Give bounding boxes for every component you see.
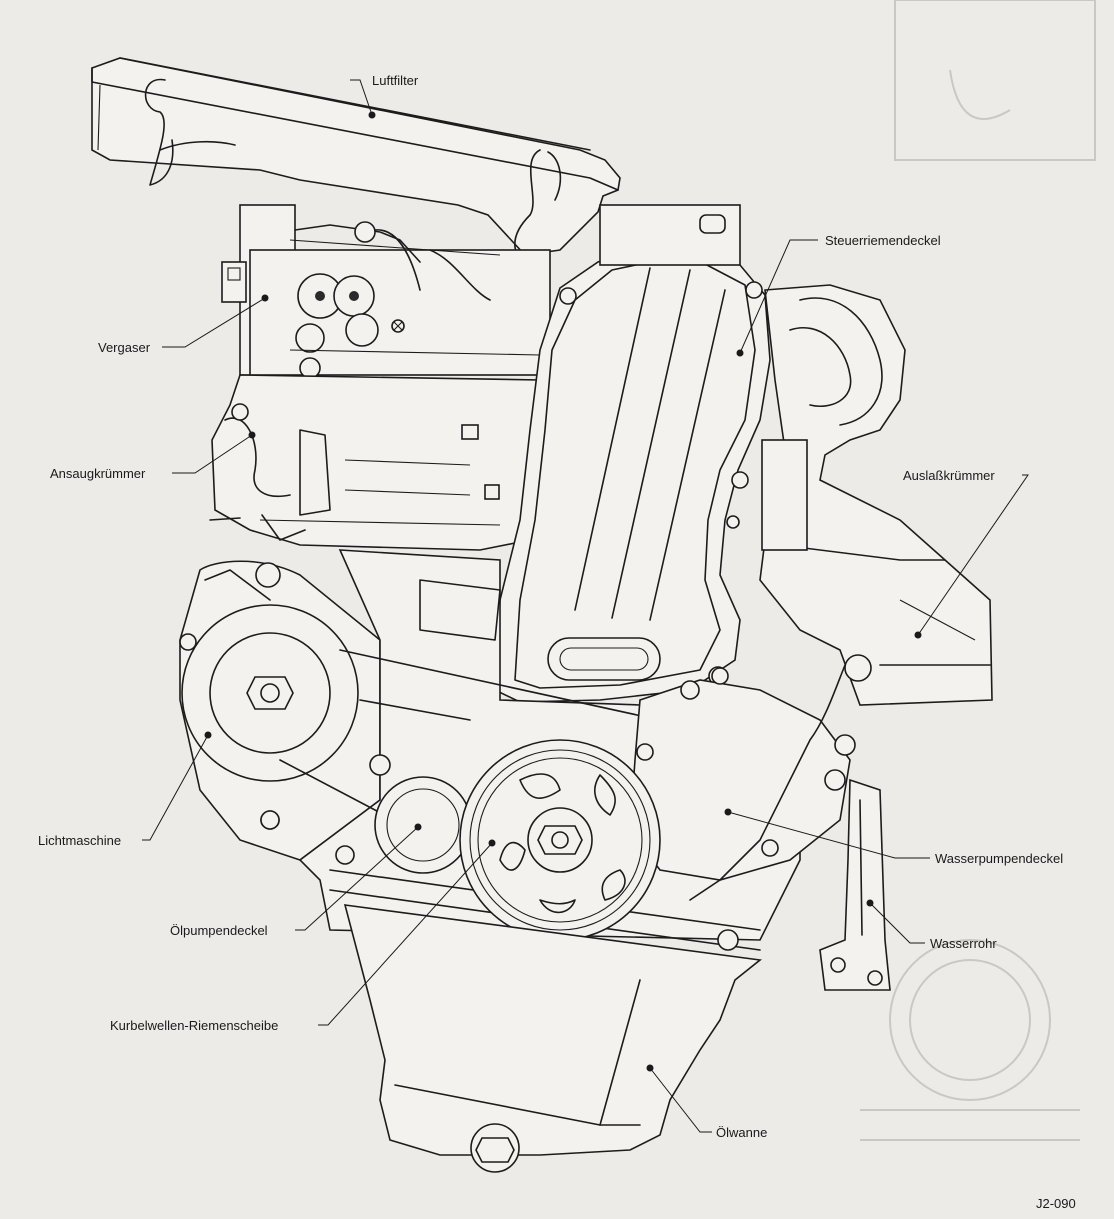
- leader-lines: [142, 79, 1029, 1133]
- label-ansaugkruemmer: Ansaugkrümmer: [50, 466, 146, 481]
- label-wasserrohr: Wasserrohr: [930, 936, 997, 951]
- label-lichtmaschine: Lichtmaschine: [38, 833, 121, 848]
- label-wasserpumpendeckel: Wasserpumpendeckel: [935, 851, 1063, 866]
- oil-pan: [343, 904, 762, 1173]
- intake-manifold: [209, 374, 541, 551]
- carburetor: [221, 204, 551, 379]
- label-oelwanne: Ölwanne: [716, 1125, 767, 1140]
- timing-belt-cover: [480, 204, 771, 703]
- figure-code: J2-090: [1036, 1196, 1076, 1211]
- label-luftfilter: Luftfilter: [372, 73, 419, 88]
- crankshaft-pulley: [459, 739, 661, 941]
- label-steuerriemendeckel: Steuerriemendeckel: [825, 233, 941, 248]
- exhaust-manifold: [759, 284, 993, 706]
- label-auslasskruemmer: Auslaßkrümmer: [903, 468, 995, 483]
- water-pipe: [819, 778, 891, 991]
- label-oelpumpendeckel: Ölpumpendeckel: [170, 923, 268, 938]
- component-labels: Luftfilter Steuerriemendeckel Vergaser A…: [38, 73, 1076, 1211]
- air-filter: [91, 57, 621, 261]
- alternator: [179, 560, 381, 861]
- label-kurbelwellen-riemenscheibe: Kurbelwellen-Riemenscheibe: [110, 1018, 278, 1033]
- background-bleed-through: [860, 0, 1096, 1141]
- label-vergaser: Vergaser: [98, 340, 151, 355]
